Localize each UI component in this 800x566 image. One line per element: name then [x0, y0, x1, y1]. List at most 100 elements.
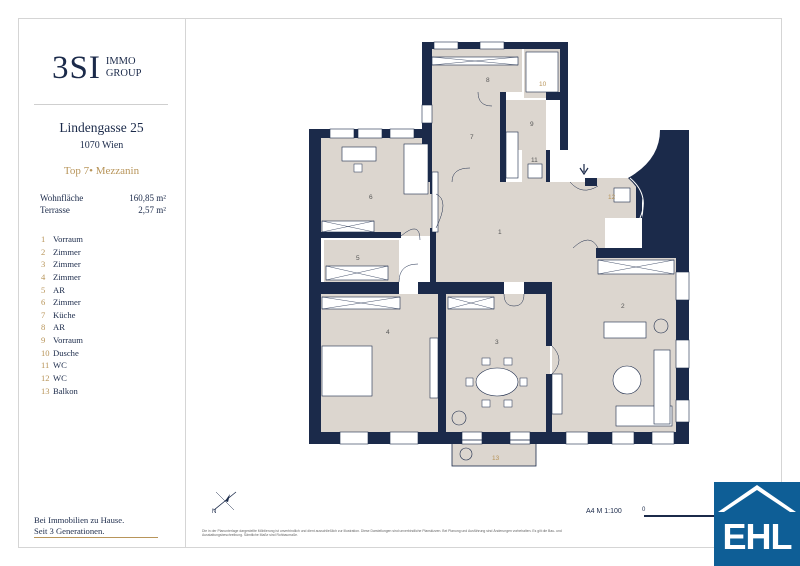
floor-plan-sheet: 3SI IMMO GROUP Lindengasse 25 1070 Wien …: [18, 18, 782, 548]
coffee-table: [612, 365, 642, 395]
room-number-1: 1: [498, 229, 502, 236]
legend-name: Vorraum: [53, 335, 83, 346]
legend-num: 13: [41, 385, 50, 396]
house-roof-icon: [718, 485, 796, 512]
room-number-6: 6: [369, 194, 373, 201]
legend-name: Küche: [53, 309, 76, 320]
legend-name: AR: [53, 322, 65, 333]
scale-label: A4 M 1:100: [586, 508, 622, 515]
legend-num: 12: [41, 373, 50, 384]
kitchen-counter: [505, 131, 519, 179]
room-number-7: 7: [470, 134, 474, 141]
plants: [451, 318, 669, 461]
legend-name: Zimmer: [53, 271, 81, 282]
sideboard: [551, 373, 563, 415]
sofa: [603, 321, 647, 339]
floor-room-7: [432, 92, 500, 182]
room-number-12: 12: [608, 194, 616, 201]
room-number-11: 11: [531, 157, 538, 164]
room-number-4: 4: [386, 329, 390, 336]
windows: [329, 41, 690, 445]
bed-double: [321, 345, 373, 397]
toilet-11: [527, 163, 543, 179]
curved-wall: [628, 130, 689, 250]
chairs: [353, 163, 528, 408]
shower: [525, 51, 559, 93]
bed-single: [403, 143, 429, 195]
room-number-9: 9: [530, 121, 534, 128]
furniture: [321, 51, 673, 427]
legend-num: 6: [41, 297, 46, 308]
room-number-10: 10: [539, 81, 547, 88]
logo-sub-group: GROUP: [105, 68, 142, 79]
legend-num: 1: [41, 234, 46, 244]
brand-logo: 3SI IMMO GROUP: [52, 48, 141, 88]
room-number-13: 13: [492, 455, 500, 462]
legend-name: Balkon: [53, 385, 78, 396]
area-label: Terrasse: [40, 205, 70, 215]
legend-num: 7: [41, 309, 46, 320]
north-arrow-icon: N: [212, 491, 237, 514]
legend-item: 6 Zimmer: [41, 296, 171, 309]
toilet-12: [613, 187, 631, 203]
ehl-logo: EHL: [714, 482, 800, 566]
floor-room-8: [432, 48, 522, 92]
legend-num: 5: [41, 284, 46, 295]
ehl-logo-text: EHL: [722, 516, 793, 557]
address-city: 1070 Wien: [79, 140, 124, 151]
legend-num: 9: [41, 335, 46, 346]
room-number-3: 3: [495, 339, 499, 346]
legend-name: Zimmer: [53, 259, 81, 270]
legend-item: 9 Vorraum: [41, 334, 171, 347]
logo-main-text: 3SI: [52, 49, 101, 86]
curved-wall-inner: [629, 177, 644, 219]
floor-room-3: [446, 294, 550, 432]
dining-table: [475, 367, 519, 397]
legend-item: 1 Vorraum: [41, 233, 171, 246]
legend-item: 8 AR: [41, 321, 171, 334]
legend-item: 7 Küche: [41, 309, 171, 322]
legend-name: Zimmer: [53, 297, 81, 308]
wardrobe-tall: [429, 337, 439, 399]
area-row-living: Wohnfläche 160,85 m²: [40, 193, 166, 203]
legend-item: 4 Zimmer: [41, 271, 171, 284]
logo-sub-text: IMMO GROUP: [106, 56, 142, 80]
room-number-8: 8: [486, 77, 490, 84]
disclaimer-text: Die in der Planunterlage dargestellte Mö…: [202, 529, 562, 538]
room-numbers: 1 2 3 4 5 6 7 8 9 10 11 12 13: [356, 77, 625, 462]
area-value: 2,57 m²: [138, 205, 166, 215]
legend-name: WC: [53, 373, 67, 384]
legend-name: AR: [53, 284, 65, 295]
legend-item: 2 Zimmer: [41, 246, 171, 259]
tagline: Bei Immobilien zu Hause. Seit 3 Generati…: [34, 515, 124, 536]
desk: [341, 146, 377, 162]
legend-name: Vorraum: [53, 234, 83, 244]
scale-bar: [644, 515, 728, 517]
legend-num: 10: [41, 347, 50, 358]
sheet-border: [18, 18, 782, 548]
legend-name: Zimmer: [53, 246, 81, 257]
legend-num: 4: [41, 271, 46, 282]
balcony-railing: [451, 439, 537, 467]
door-swings: [398, 91, 599, 375]
tagline-underline: [34, 537, 158, 538]
logo-divider: [34, 104, 168, 105]
area-row-terrace: Terrasse 2,57 m²: [40, 205, 166, 215]
legend-num: 8: [41, 322, 46, 333]
sofa-side: [653, 349, 671, 425]
sidebar-divider: [185, 18, 186, 548]
room-number-2: 2: [621, 303, 625, 310]
legend-num: 2: [41, 246, 46, 257]
logo-sub-immo: IMMO: [105, 56, 136, 67]
legend-name: WC: [53, 360, 67, 371]
area-value: 160,85 m²: [129, 193, 166, 203]
svg-text:N: N: [212, 509, 216, 514]
entrance-arrow-icon: [579, 164, 589, 176]
floor-room-13: [452, 440, 536, 466]
scale-zero: 0: [642, 507, 646, 513]
